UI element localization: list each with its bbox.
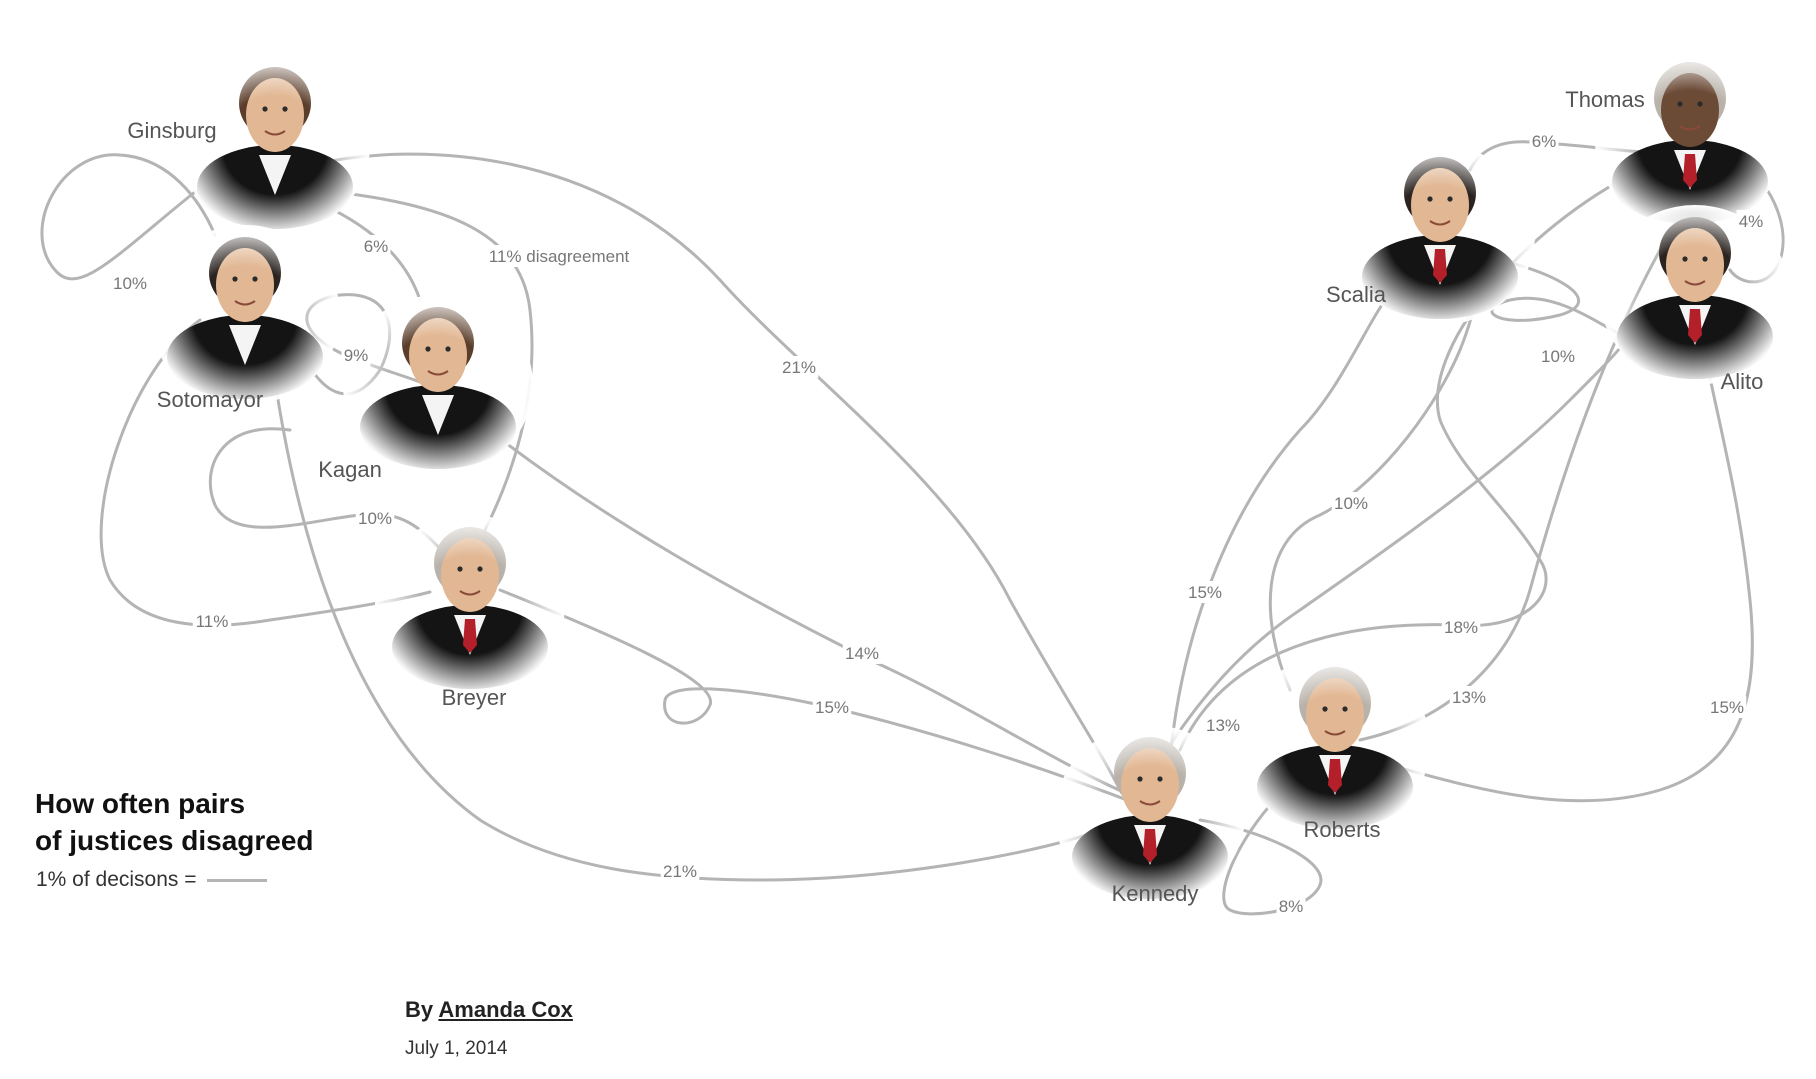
portrait-sotomayor	[150, 225, 340, 405]
edge-label-ginsburg-kagan: 6%	[364, 237, 389, 256]
edge-label-kennedy-alito: 13%	[1206, 716, 1240, 735]
edge-label-bg	[361, 235, 391, 257]
edge-label-kagan-kennedy: 14%	[845, 644, 879, 663]
edge-label-bg	[1276, 895, 1306, 917]
edge-kagan-kennedy	[468, 413, 1132, 797]
edge-kennedy-alito	[1168, 318, 1634, 747]
edge-kagan-breyer	[208, 427, 452, 562]
name-kennedy: Kennedy	[1112, 881, 1199, 906]
edge-label-scalia-alito: 10%	[1541, 347, 1575, 366]
edge-label-kagan-breyer: 10%	[358, 509, 392, 528]
edge-label-bg	[1449, 686, 1489, 708]
legend-scale: 1% of decisons =	[36, 868, 267, 892]
edge-label-bg	[779, 356, 819, 378]
edge-label-bg	[812, 696, 852, 718]
edge-ginsburg-breyer	[298, 186, 534, 532]
edge-labels: 10% 6% 11% disagreement 21% 9% 11% 21% 10% 14% 15…	[110, 130, 1766, 917]
name-thomas: Thomas	[1565, 87, 1644, 112]
publish-date: July 1, 2014	[405, 1038, 508, 1059]
edge-label-bg	[1707, 696, 1747, 718]
edge-label-scalia-thomas: 6%	[1532, 132, 1557, 151]
edge-roberts-alito	[1368, 328, 1754, 803]
edge-label-roberts-alito: 15%	[1710, 698, 1744, 717]
edge-label-sotomayor-breyer: 11%	[196, 612, 229, 631]
portrait-breyer	[375, 515, 565, 695]
legend-title: How often pairs of justices disagreed	[35, 785, 395, 859]
edge-label-bg	[478, 245, 640, 267]
edge-label-breyer-kennedy: 15%	[815, 698, 849, 717]
byline: By Amanda Cox	[405, 997, 573, 1023]
edge-label-bg	[192, 610, 232, 632]
name-scalia: Scalia	[1326, 282, 1387, 307]
name-alito: Alito	[1721, 369, 1764, 394]
edge-sotomayor-breyer	[99, 318, 432, 627]
portrait-ginsburg	[180, 55, 370, 235]
edge-label-bg	[660, 860, 700, 882]
edge-label-roberts-thomas: 13%	[1452, 688, 1486, 707]
legend-title-line2: of justices disagreed	[35, 825, 314, 856]
edge-label-ginsburg-sotomayor: 10%	[113, 274, 147, 293]
portrait-kagan	[343, 295, 533, 475]
edge-label-bg	[355, 507, 395, 529]
name-ginsburg: Ginsburg	[127, 118, 216, 143]
edge-ginsburg-sotomayor	[40, 153, 217, 281]
edge-sotomayor-kennedy	[268, 343, 1102, 882]
edge-label-bg	[1736, 210, 1766, 232]
edge-label-bg	[1538, 345, 1578, 367]
portrait-scalia	[1345, 145, 1535, 325]
edge-label-sotomayor-kennedy: 21%	[663, 862, 697, 881]
edge-label-sotomayor-kagan: 9%	[344, 346, 369, 365]
legend-title-line1: How often pairs	[35, 788, 246, 819]
edge-label-roberts-scalia: 10%	[1334, 494, 1368, 513]
edge-label-ginsburg-kennedy: 21%	[782, 358, 816, 377]
portrait-roberts	[1240, 655, 1430, 835]
edge-label-thomas-alito: 4%	[1739, 212, 1764, 231]
name-kagan: Kagan	[318, 457, 382, 482]
edge-roberts-thomas	[1358, 248, 1662, 742]
portrait-kennedy	[1055, 725, 1245, 905]
portrait-alito	[1600, 205, 1790, 385]
edge-label-kennedy-roberts: 8%	[1279, 897, 1304, 916]
edge-label-bg	[1185, 581, 1225, 603]
name-breyer: Breyer	[442, 685, 507, 710]
edge-breyer-kennedy	[498, 588, 1142, 807]
edge-label-ginsburg-breyer: 11% disagreement	[489, 247, 630, 266]
edge-label-kennedy-thomas: 18%	[1444, 618, 1478, 637]
edge-label-bg	[842, 642, 882, 664]
edge-label-kennedy-scalia: 15%	[1188, 583, 1222, 602]
name-sotomayor: Sotomayor	[157, 387, 263, 412]
edge-label-bg	[1331, 492, 1371, 514]
edge-label-bg	[1441, 616, 1481, 638]
portrait-thomas	[1595, 50, 1785, 230]
byline-prefix: By	[405, 997, 434, 1022]
edge-label-bg	[1529, 130, 1559, 152]
name-roberts: Roberts	[1303, 817, 1380, 842]
legend-scale-line	[206, 878, 267, 882]
edge-label-bg	[1203, 714, 1243, 736]
edge-label-bg	[110, 272, 150, 294]
justice-portraits	[150, 50, 1790, 905]
legend-scale-text: 1% of decisons =	[36, 868, 197, 891]
edge-label-bg	[341, 344, 371, 366]
author-link[interactable]: Amanda Cox	[438, 997, 573, 1022]
